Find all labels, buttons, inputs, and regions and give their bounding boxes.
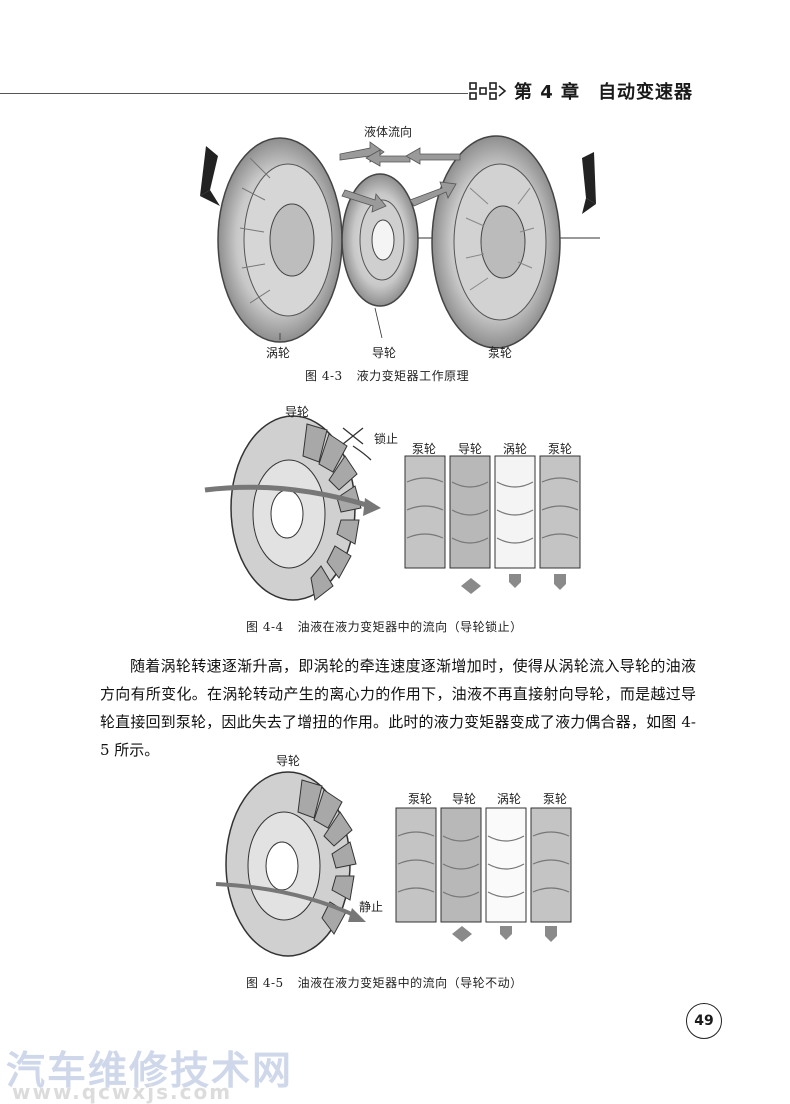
flow-direction-label: 液体流向: [364, 125, 413, 139]
fig44-column-label-1: 泵轮: [412, 442, 437, 456]
chapter-header: 第 4 章 自动变速器: [468, 78, 693, 104]
figure-4-3-caption-text: 液力变矩器工作原理: [356, 369, 470, 383]
fig45-stator-label: 导轮: [276, 754, 301, 768]
figure-4-5-caption: 图 4-5 油液在液力变矩器中的流向（导轮不动）: [246, 974, 523, 991]
body-paragraph-text: 随着涡轮转速逐渐升高，即涡轮的牵连速度逐渐增加时，使得从涡轮流入导轮的油液方向有…: [100, 657, 696, 759]
chapter-arrows-icon: [469, 82, 507, 100]
chapter-title: 自动变速器: [598, 82, 694, 103]
fig44-stator-label: 导轮: [285, 405, 310, 419]
stator-wheel: [341, 173, 419, 307]
pump-label: 泵轮: [488, 346, 513, 360]
fig45-column-label-4: 泵轮: [543, 792, 568, 806]
figure-4-5-caption-number: 图 4-5: [246, 976, 284, 990]
fig44-column-label-3: 涡轮: [503, 442, 528, 456]
fig45-static-label: 静止: [359, 900, 384, 914]
fig45-column-label-1: 泵轮: [408, 792, 433, 806]
stator-wheel-static: [215, 771, 366, 957]
header-rule: [0, 93, 468, 94]
watermark-title: 汽车维修技术网: [6, 1049, 294, 1094]
watermark-url: www.qcwxjs.com: [12, 1080, 233, 1104]
figure-4-3-caption: 图 4-3 液力变矩器工作原理: [305, 367, 469, 384]
page-number: 49: [686, 1003, 722, 1039]
pump-wheel: [431, 135, 561, 349]
figure-4-4-caption: 图 4-4 油液在液力变矩器中的流向（导轮锁止）: [246, 618, 523, 635]
fig44-column-label-2: 导轮: [458, 442, 483, 456]
figure-4-4-caption-text: 油液在液力变矩器中的流向（导轮锁止）: [297, 620, 523, 634]
stator-label: 导轮: [372, 346, 397, 360]
fig45-column-label-3: 涡轮: [497, 792, 522, 806]
figure-4-3-caption-number: 图 4-3: [305, 369, 343, 383]
figure-4-4-illustration: [204, 415, 581, 601]
fig44-column-label-4: 泵轮: [548, 442, 573, 456]
figure-4-5-caption-text: 油液在液力变矩器中的流向（导轮不动）: [297, 976, 523, 990]
body-paragraph: 随着涡轮转速逐渐升高，即涡轮的牵连速度逐渐增加时，使得从涡轮流入导轮的油液方向有…: [100, 652, 696, 764]
chapter-number: 第 4 章: [514, 82, 581, 103]
fig45-column-label-2: 导轮: [452, 792, 477, 806]
figure-4-4-caption-number: 图 4-4: [246, 620, 284, 634]
flow-columns-static: [395, 807, 572, 942]
figure-4-5-illustration: [215, 771, 572, 957]
lock-x-icon: [342, 427, 372, 461]
figure-4-3-illustration: [200, 135, 600, 351]
stator-wheel-locked: [204, 415, 381, 601]
flow-columns: [404, 455, 581, 594]
turbine-label: 涡轮: [266, 346, 291, 360]
turbine-wheel: [217, 137, 343, 343]
fig44-lock-label: 锁止: [374, 432, 399, 446]
